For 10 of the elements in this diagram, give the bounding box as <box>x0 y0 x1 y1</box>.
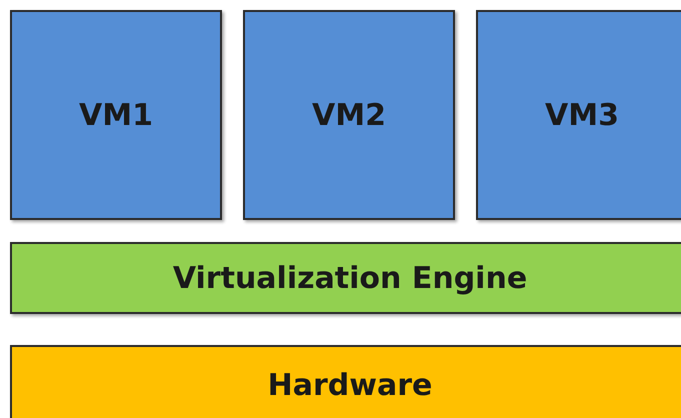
layer-label: VM2 <box>312 98 386 132</box>
engine-layer-bar <box>10 242 681 314</box>
vm-box <box>476 10 681 220</box>
hardware-layer-bar <box>10 345 681 418</box>
vm-box <box>10 10 222 220</box>
layer-label: VM3 <box>545 98 619 132</box>
layer-label: VM1 <box>79 98 153 132</box>
layer-label: Hardware <box>268 368 432 402</box>
vm-box <box>243 10 455 220</box>
layer-label: Virtualization Engine <box>172 260 528 296</box>
